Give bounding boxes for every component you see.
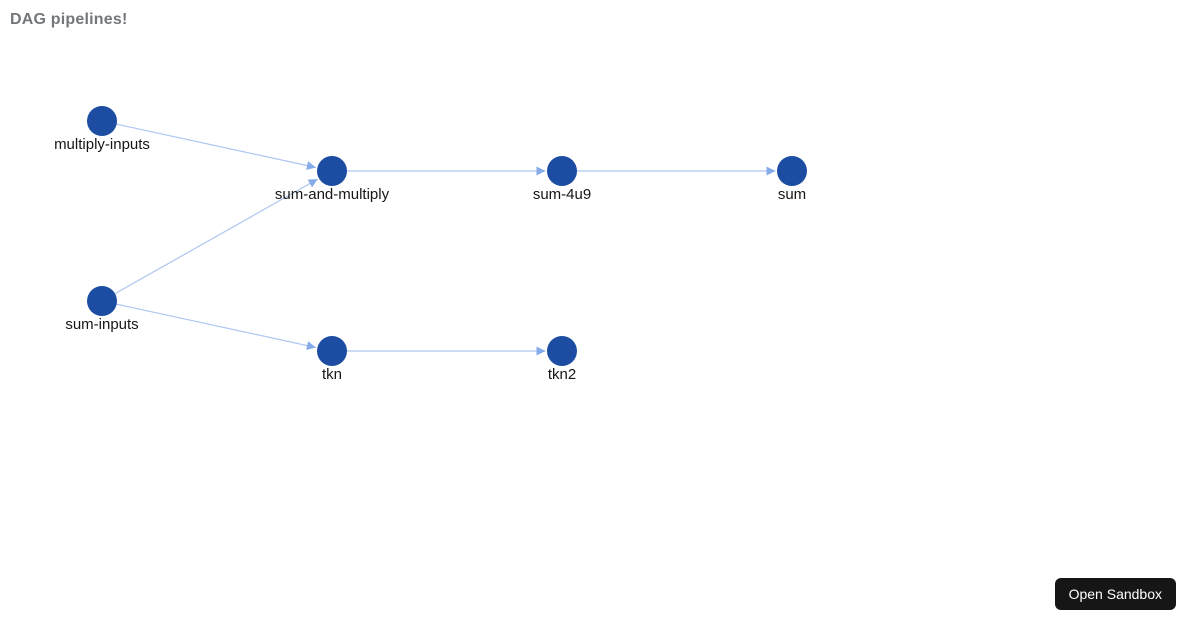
node-label-sum-and-multiply: sum-and-multiply: [275, 186, 390, 203]
node-circle-tkn[interactable]: [317, 336, 347, 366]
edge-sum-inputs-to-tkn: [101, 300, 317, 350]
node-multiply-inputs[interactable]: multiply-inputs: [54, 106, 150, 153]
node-label-tkn2: tkn2: [548, 366, 576, 383]
node-tkn[interactable]: tkn: [317, 336, 347, 383]
node-label-sum-4u9: sum-4u9: [533, 186, 591, 203]
node-sum-inputs[interactable]: sum-inputs: [65, 286, 139, 333]
node-label-tkn: tkn: [322, 366, 342, 383]
node-label-sum-inputs: sum-inputs: [65, 316, 138, 333]
node-sum-and-multiply[interactable]: sum-and-multiply: [275, 156, 390, 203]
node-circle-sum[interactable]: [777, 156, 807, 186]
node-circle-sum-4u9[interactable]: [547, 156, 577, 186]
edge-sum-inputs-to-sum-and-multiply: [101, 178, 318, 302]
node-sum-4u9[interactable]: sum-4u9: [533, 156, 591, 203]
nodes-layer: multiply-inputs sum-and-multiply sum-4u9 su…: [54, 106, 807, 383]
node-circle-sum-inputs[interactable]: [87, 286, 117, 316]
node-label-sum: sum: [778, 186, 806, 203]
node-sum[interactable]: sum: [777, 156, 807, 203]
open-sandbox-button[interactable]: Open Sandbox: [1054, 578, 1176, 610]
node-circle-tkn2[interactable]: [547, 336, 577, 366]
page-title: DAG pipelines!: [10, 11, 128, 28]
edge-multiply-inputs-to-sum-and-multiply: [101, 120, 317, 170]
edges-layer: [101, 120, 776, 356]
node-circle-multiply-inputs[interactable]: [87, 106, 117, 136]
node-tkn2[interactable]: tkn2: [547, 336, 577, 383]
node-label-multiply-inputs: multiply-inputs: [54, 136, 150, 153]
node-circle-sum-and-multiply[interactable]: [317, 156, 347, 186]
